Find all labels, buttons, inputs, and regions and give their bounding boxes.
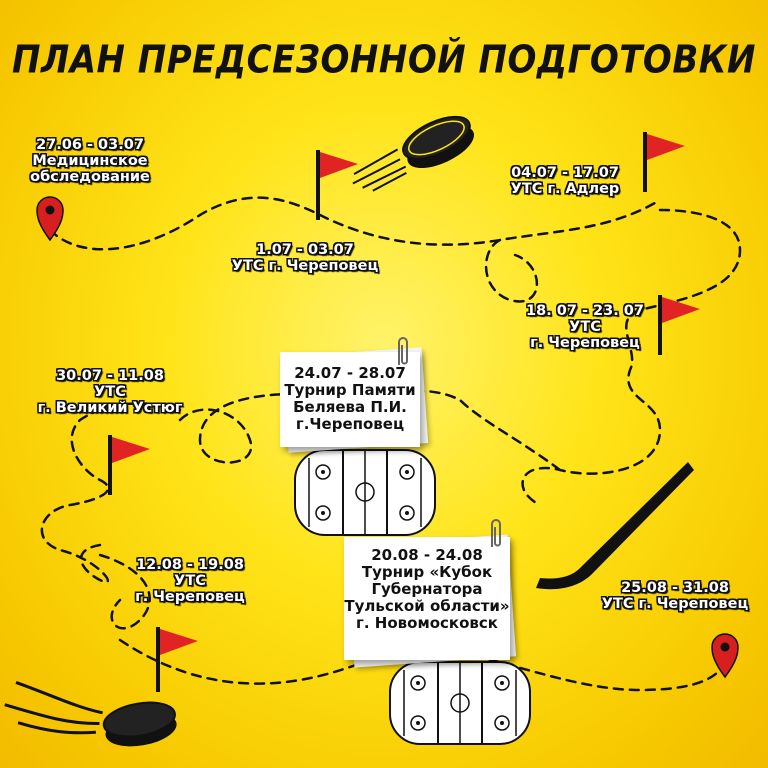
paperclip-icon	[398, 337, 408, 365]
stop-date: 04.07 - 17.07	[511, 165, 619, 181]
stop-text: г.Череповец	[295, 415, 405, 433]
stop-label-7: 12.08 - 19.08 УТС г. Череповец	[115, 557, 265, 605]
stop-date: 27.06 - 03.07	[36, 137, 144, 153]
stop-text: Губернатора	[371, 580, 483, 598]
stop-date: 30.07 - 11.08	[56, 368, 164, 384]
stop-label-9: 25.08 - 31.08 УТС г. Череповец	[590, 580, 760, 612]
map-pin-icon	[711, 633, 739, 679]
stop-text: Турнир «Кубок	[361, 563, 493, 581]
stop-text: г. Череповец	[530, 335, 640, 351]
stop-label-1: 27.06 - 03.07 Медицинское обследование	[20, 137, 160, 185]
stop-text: УТС г. Череповец	[231, 258, 379, 274]
stop-label-3: 04.07 - 17.07 УТС г. Адлер	[495, 165, 635, 197]
stop-text: УТС г. Адлер	[510, 181, 620, 197]
flag-icon	[156, 627, 198, 692]
hockey-puck-icon	[352, 115, 474, 192]
stop-label-2: 1.07 - 03.07 УТС г. Череповец	[210, 242, 400, 274]
flag-icon	[108, 435, 150, 495]
stop-text: Турнир Памяти	[284, 381, 416, 399]
stop-text: г. Великий Устюг	[37, 400, 183, 416]
stop-text: г. Череповец	[135, 589, 245, 605]
stop-text: обследование	[30, 169, 150, 185]
note-card-2: 20.08 - 24.08 Турнир «Кубок Губернатора …	[344, 537, 510, 660]
stop-date: 20.08 - 24.08	[371, 546, 483, 564]
stop-date: 12.08 - 19.08	[136, 557, 244, 573]
stop-text: Медицинское	[32, 153, 148, 169]
flag-icon	[316, 150, 358, 220]
hockey-stick-icon	[536, 462, 694, 590]
stop-text: УТС	[174, 573, 206, 589]
stop-label-6: 30.07 - 11.08 УТС г. Великий Устюг	[20, 368, 200, 416]
note-card-1: 24.07 - 28.07 Турнир Памяти Беляева П.И.…	[280, 352, 420, 447]
stop-text: Тульской области»	[344, 597, 510, 615]
stop-date: 25.08 - 31.08	[621, 580, 729, 596]
stop-date: 1.07 - 03.07	[256, 242, 354, 258]
stop-date: 24.07 - 28.07	[294, 364, 406, 382]
paperclip-icon	[491, 519, 501, 547]
hockey-puck-icon	[4, 680, 177, 747]
stop-label-4: 18. 07 - 23. 07 УТС г. Череповец	[510, 303, 660, 351]
stop-date: 18. 07 - 23. 07	[526, 303, 644, 319]
flag-icon	[643, 132, 685, 192]
stop-text: г. Новомосковск	[356, 614, 498, 632]
flag-icon	[658, 295, 700, 355]
stop-text: УТС	[569, 319, 601, 335]
hockey-rink-icon	[294, 449, 436, 536]
route-path	[40, 196, 742, 692]
hockey-rink-icon	[389, 661, 531, 745]
map-pin-icon	[36, 196, 64, 242]
page-title: ПЛАН ПРЕДСЕЗОННОЙ ПОДГОТОВКИ	[12, 37, 756, 83]
stop-text: УТС г. Череповец	[601, 596, 749, 612]
stop-text: Беляева П.И.	[293, 398, 407, 416]
stop-text: УТС	[94, 384, 126, 400]
